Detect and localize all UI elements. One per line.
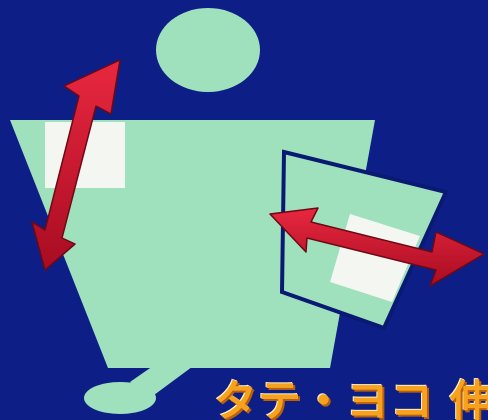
caption-text: タテ・ヨコ 伸 (214, 377, 488, 420)
horizontal-stretch-arrow-icon (269, 207, 485, 287)
arm-connector-shape (130, 272, 296, 398)
head-shape (156, 8, 260, 92)
hand-shape (84, 382, 156, 414)
vertical-stretch-arrow-icon (31, 59, 121, 271)
